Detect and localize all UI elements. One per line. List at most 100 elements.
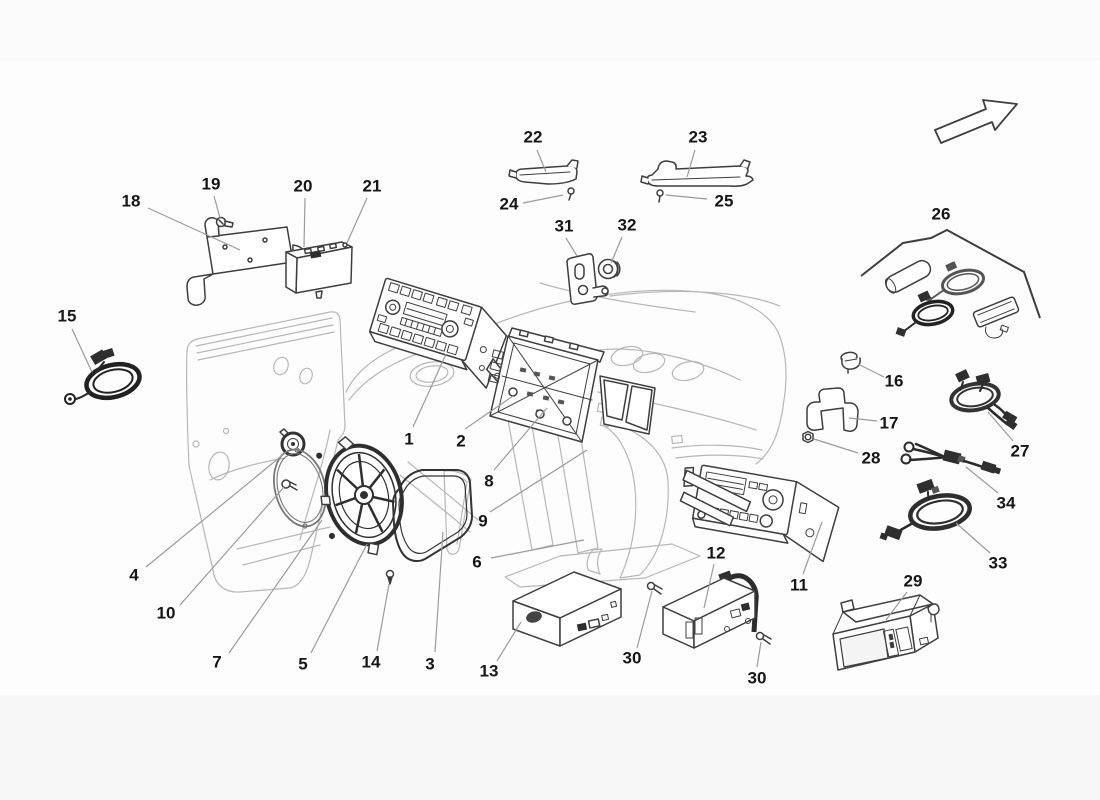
- part-retaining-plate-31: [566, 253, 609, 305]
- callout-15-antenna-cable: 15: [58, 307, 77, 326]
- part-adapter-cable-34: [900, 441, 1002, 475]
- callout-21-module-cover: 21: [363, 177, 382, 196]
- callout-4-tweeter: 4: [129, 566, 139, 585]
- leader-line-27-speaker-cable: [987, 411, 1014, 442]
- leader-line-3-speaker-gasket: [434, 531, 444, 653]
- leader-line-8-support-bracket: [493, 407, 548, 471]
- callout-12-control-module: 12: [707, 544, 726, 563]
- leader-line-10-screw: [179, 486, 285, 606]
- callout-33-power-cable: 33: [989, 554, 1008, 573]
- door-panel-outline: [186, 311, 346, 593]
- callout-13-amplifier: 13: [480, 662, 499, 681]
- callout-24-screw: 24: [500, 195, 519, 214]
- callout-25-screw: 25: [715, 192, 734, 211]
- callout-16-retaining-clip: 16: [885, 372, 904, 391]
- leader-line-12-control-module: [703, 563, 715, 609]
- callout-5-woofer-speaker: 5: [298, 655, 307, 674]
- callout-19-screw: 19: [202, 175, 221, 194]
- leader-line-28-nut: [813, 438, 859, 454]
- part-power-cable-33: [879, 478, 972, 541]
- callout-34-adapter-cable: 34: [997, 494, 1016, 513]
- callout-18-mounting-bracket: 18: [122, 192, 141, 211]
- callout-31-retaining-plate: 31: [555, 217, 574, 236]
- kit-item-cable-a: [924, 261, 986, 303]
- leader-line-11-radio-unit: [802, 521, 823, 575]
- part-radio-head-unit-1: [368, 277, 509, 389]
- part-amplifier-13: [512, 571, 622, 647]
- part-u-bracket-17: [806, 387, 859, 432]
- kit-item-module: [972, 296, 1020, 339]
- leader-line-5-woofer-speaker: [310, 543, 368, 654]
- part-vent-bezel-8: [599, 375, 656, 435]
- callout-14-screw: 14: [362, 653, 381, 672]
- part-screw-19: [215, 216, 234, 228]
- part-control-module-12: [662, 570, 759, 649]
- leader-line-1-radio-head-unit: [412, 353, 447, 428]
- leader-line-7-speaker-adapter-ring: [228, 519, 323, 654]
- leader-line-25-screw: [665, 194, 708, 200]
- direction-arrow-icon: [934, 99, 1018, 144]
- part-screw-10: [281, 479, 298, 491]
- callout-20-amplifier-module: 20: [294, 177, 313, 196]
- center-console-outline: [504, 402, 701, 588]
- leader-line-22-guide-rail-left: [536, 149, 547, 173]
- callout-9-center-trim-panel: 9: [478, 512, 487, 531]
- leader-line-16-retaining-clip: [857, 363, 885, 378]
- part-speaker-gasket-3: [391, 469, 474, 563]
- part-guide-rail-22: [508, 159, 579, 185]
- callout-17-u-bracket: 17: [880, 414, 899, 433]
- callout-32-grommet: 32: [618, 216, 637, 235]
- leader-line-33-power-cable: [955, 522, 991, 554]
- leader-line-18-mounting-bracket: [147, 207, 241, 251]
- leader-line-20-amplifier-module: [303, 197, 306, 248]
- leader-line-9-center-trim-panel: [489, 449, 588, 513]
- leader-line-6-lower-console-trim: [490, 539, 585, 559]
- part-antenna-cable-15: [64, 347, 142, 405]
- leader-line-32-grommet: [610, 236, 623, 264]
- part-screw-30-left: [646, 581, 663, 595]
- kit-26-group: [860, 228, 1041, 339]
- leader-line-21-module-cover: [346, 197, 368, 244]
- part-guide-rail-23: [640, 159, 754, 187]
- callout-26-installation-kit: 26: [932, 205, 951, 224]
- leader-line-34-adapter-cable: [965, 466, 999, 494]
- leader-line-2-mounting-cage: [464, 395, 514, 430]
- kit-item-tube: [884, 259, 932, 294]
- callout-2-mounting-cage: 2: [456, 432, 465, 451]
- callout-1-radio-head-unit: 1: [404, 430, 413, 449]
- callout-30-screw: 30: [623, 649, 642, 668]
- part-screw-24: [567, 187, 575, 201]
- part-amplifier-module-20-21: [285, 241, 353, 299]
- part-tuner-unit-29: [832, 594, 940, 671]
- callout-30-screw: 30: [748, 669, 767, 688]
- callout-7-speaker-adapter-ring: 7: [212, 653, 221, 672]
- callout-28-nut: 28: [862, 449, 881, 468]
- callout-10-screw: 10: [157, 604, 176, 623]
- part-tweeter-4: [279, 428, 306, 457]
- leader-line-23-guide-rail-right: [686, 149, 696, 178]
- part-mounting-cage-2: [487, 327, 605, 443]
- leader-line-30-screw: [756, 641, 762, 668]
- part-screw-25: [656, 189, 664, 203]
- part-radio-unit-11: [679, 464, 840, 563]
- callout-8-support-bracket: 8: [484, 472, 493, 491]
- leader-line-29-tuner-unit: [885, 591, 908, 621]
- leader-line-14-screw: [376, 583, 390, 652]
- callout-11-radio-unit: 11: [790, 576, 808, 595]
- scan-tint-bottom: [0, 695, 1100, 800]
- part-retaining-clip-16: [840, 351, 861, 374]
- kit-item-cable-b: [895, 290, 955, 337]
- part-woofer-5: [316, 436, 404, 556]
- callout-6-lower-console-trim: 6: [472, 553, 481, 572]
- leader-line-4-tweeter: [145, 452, 286, 568]
- part-nut-28: [802, 430, 814, 444]
- callout-23-guide-rail-right: 23: [689, 128, 708, 147]
- part-grommet-32: [597, 258, 621, 280]
- callout-22-guide-rail-left: 22: [524, 128, 543, 147]
- leader-line-30-screw: [636, 590, 653, 649]
- callout-27-speaker-cable: 27: [1011, 442, 1030, 461]
- leader-line-31-retaining-plate: [565, 237, 578, 257]
